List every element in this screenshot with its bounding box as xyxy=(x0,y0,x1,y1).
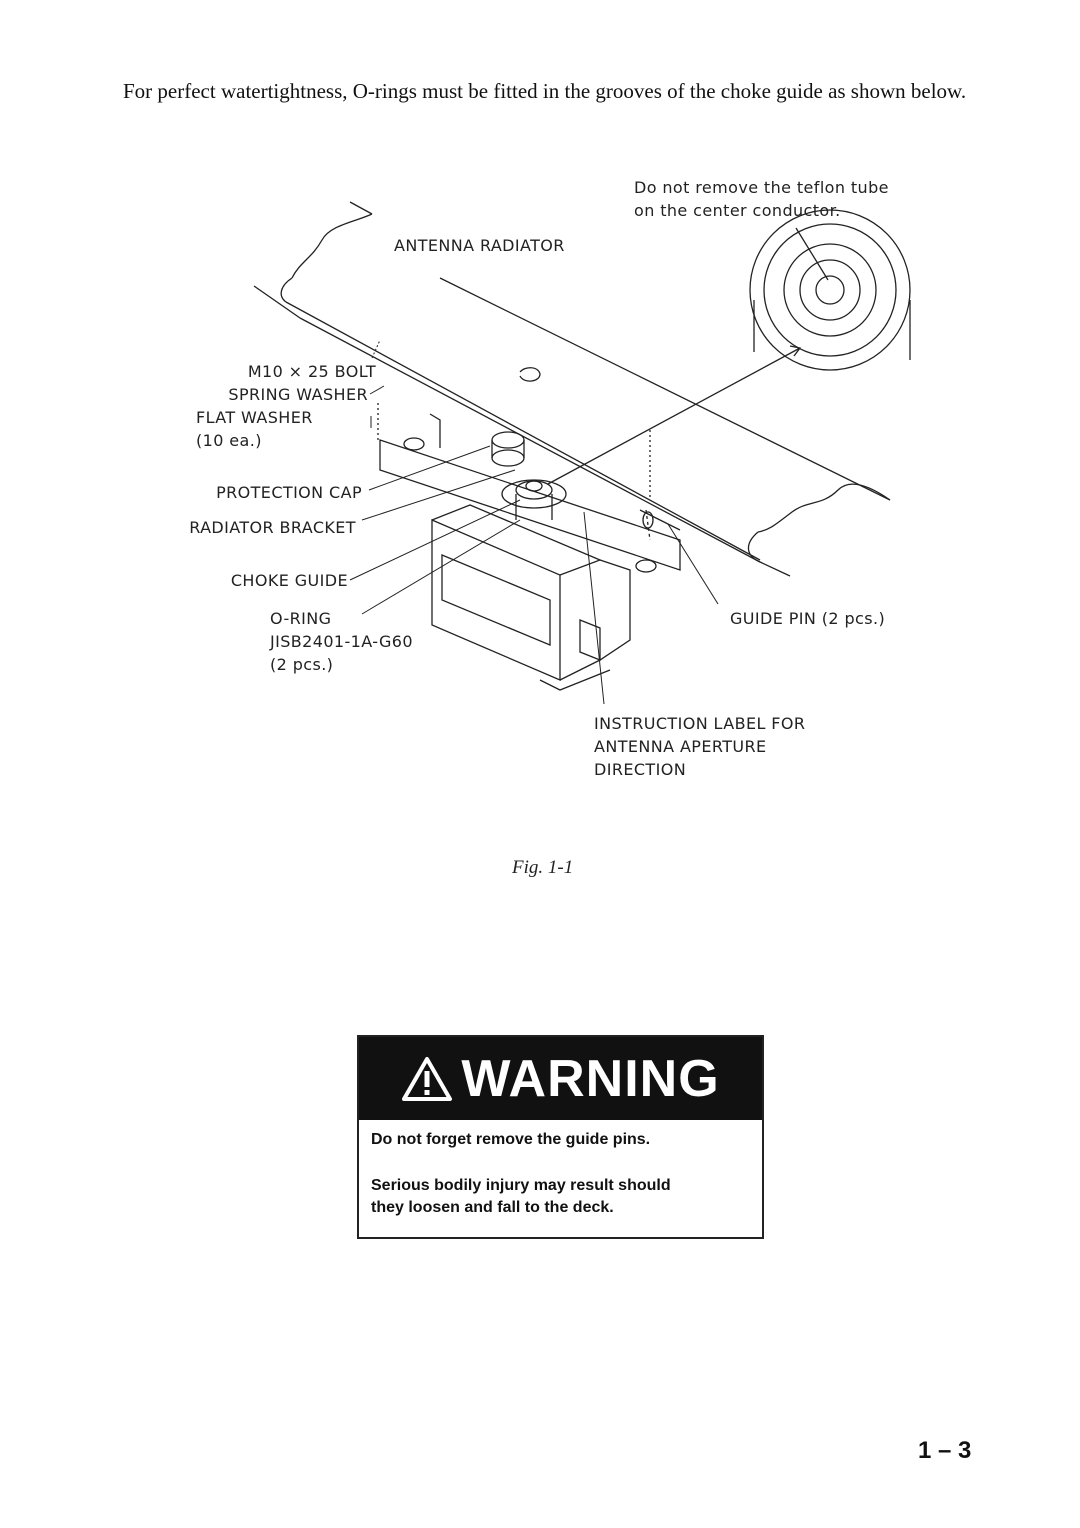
guide-pin-label: GUIDE PIN (2 pcs.) xyxy=(730,609,886,628)
choke-guide-label: CHOKE GUIDE xyxy=(230,571,348,590)
o-ring-label: O-RING xyxy=(270,609,332,628)
intro-paragraph: For perfect watertightness, O-rings must… xyxy=(123,79,967,103)
teflon-note-line1: Do not remove the teflon tube xyxy=(634,178,889,197)
bolt-label: M10 × 25 BOLT xyxy=(247,362,376,381)
o-ring-quantity-label: (2 pcs.) xyxy=(270,655,334,674)
spring-washer-label: SPRING WASHER xyxy=(228,385,368,404)
warning-line-3: they loosen and fall to the deck. xyxy=(371,1199,614,1216)
antenna-radiator-label: ANTENNA RADIATOR xyxy=(394,236,565,255)
washer-quantity-label: (10 ea.) xyxy=(196,431,262,450)
protection-cap-label: PROTECTION CAP xyxy=(216,483,362,502)
warning-line-2: Serious bodily injury may result should xyxy=(371,1177,671,1194)
warning-banner: WARNING xyxy=(359,1037,762,1120)
radiator-end-view xyxy=(749,209,911,371)
o-ring-spec-label: JISB2401-1A-G60 xyxy=(270,632,413,651)
guide-pin-drawing xyxy=(645,509,651,541)
grommet-drawing xyxy=(519,367,541,382)
warning-line-1: Do not forget remove the guide pins. xyxy=(371,1131,651,1148)
warning-title: WARNING xyxy=(461,1049,720,1108)
radiator-bracket-drawing xyxy=(379,413,681,573)
warning-triangle-icon xyxy=(402,1056,453,1101)
instruction-label-line2: ANTENNA APERTURE xyxy=(594,737,767,756)
leader-lines xyxy=(349,339,719,705)
antenna-radiator-drawing xyxy=(253,201,891,577)
protection-cap-drawing xyxy=(491,431,525,467)
transceiver-box-drawing xyxy=(431,504,631,691)
warning-box: WARNING Do not forget remove the guide p… xyxy=(357,1035,764,1239)
page-number: 1 – 3 xyxy=(918,1437,972,1464)
teflon-note-line2: on the center conductor. xyxy=(634,201,841,220)
instruction-label-line1: INSTRUCTION LABEL FOR xyxy=(594,714,806,733)
guide-pin-head xyxy=(642,511,654,529)
antenna-installation-diagram xyxy=(253,201,911,705)
figure-caption: Fig. 1-1 xyxy=(512,857,574,878)
radiator-bracket-label: RADIATOR BRACKET xyxy=(189,518,356,537)
instruction-label-line3: DIRECTION xyxy=(594,760,687,779)
flat-washer-label: FLAT WASHER xyxy=(196,408,313,427)
